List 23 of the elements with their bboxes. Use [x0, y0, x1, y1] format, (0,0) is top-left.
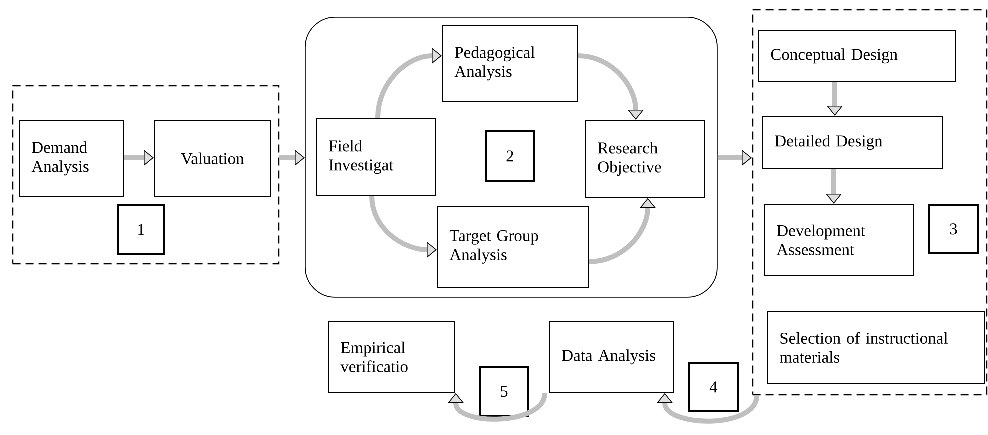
step-number-box: 5: [479, 366, 530, 418]
step-number-box: 2: [485, 130, 536, 182]
dashed-group-frame: [12, 85, 280, 265]
process-box: Field Investigat: [316, 118, 436, 196]
curved-arrow: [448, 392, 548, 422]
process-box: Detailed Design: [762, 116, 944, 170]
process-box: Demand Analysis: [19, 120, 124, 198]
process-box: Research Objective: [585, 120, 706, 198]
process-box: Target Group Analysis: [437, 206, 590, 288]
process-box: Empirical verificatio: [328, 321, 456, 394]
process-box: Valuation: [154, 120, 272, 198]
process-box: Data Analysis: [549, 321, 674, 394]
process-box: Pedagogical Analysis: [442, 25, 578, 102]
process-box: Selection of instructional materials: [767, 311, 986, 384]
process-box: Conceptual Design: [758, 30, 956, 82]
dashed-group-frame: [752, 9, 988, 396]
step-number-box: 3: [928, 204, 980, 254]
step-number-box: 4: [688, 362, 740, 412]
step-number-box: 1: [117, 204, 166, 256]
curved-arrow: [578, 54, 644, 120]
process-box: Development Assessment: [764, 204, 914, 276]
curved-arrow: [376, 48, 442, 118]
rounded-group-frame: [305, 17, 718, 298]
